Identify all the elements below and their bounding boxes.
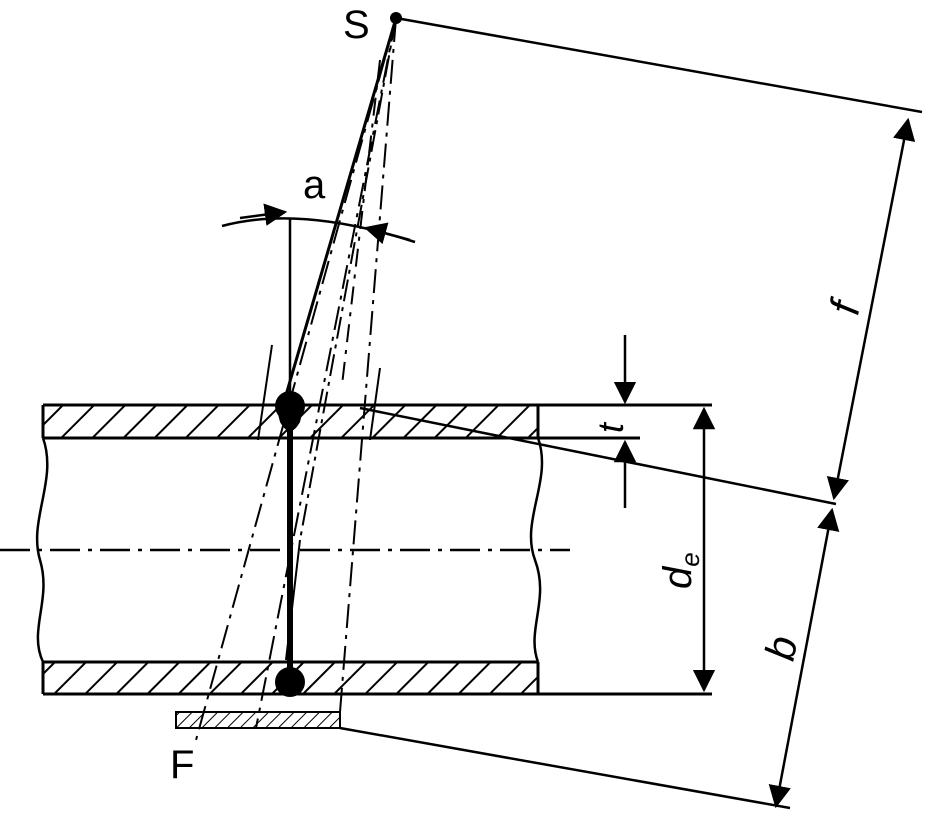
radiation-beam (195, 17, 398, 741)
focal-distance-dimension (359, 16, 923, 506)
wall-thickness-dimension (590, 335, 640, 508)
wall-thickness-label: t (590, 421, 631, 433)
film-label: F (170, 743, 194, 787)
film-distance-label: b (756, 632, 807, 664)
pipe-bottom-wall (41, 660, 712, 696)
angle-dimension (221, 203, 416, 245)
outer-diameter-label: de (656, 552, 705, 589)
focal-distance-label: f (821, 294, 870, 319)
svg-text:de: de (656, 552, 705, 589)
pipe-break-line-right (529, 437, 544, 663)
outer-diameter-symbol: d (656, 565, 700, 589)
angle-label: a (303, 163, 326, 207)
pipe-break-line-left (35, 437, 49, 663)
film-distance-dimension (339, 507, 840, 810)
weld-seam (275, 391, 305, 697)
outer-diameter-subscript: e (675, 552, 705, 566)
source-label: S (343, 3, 370, 47)
